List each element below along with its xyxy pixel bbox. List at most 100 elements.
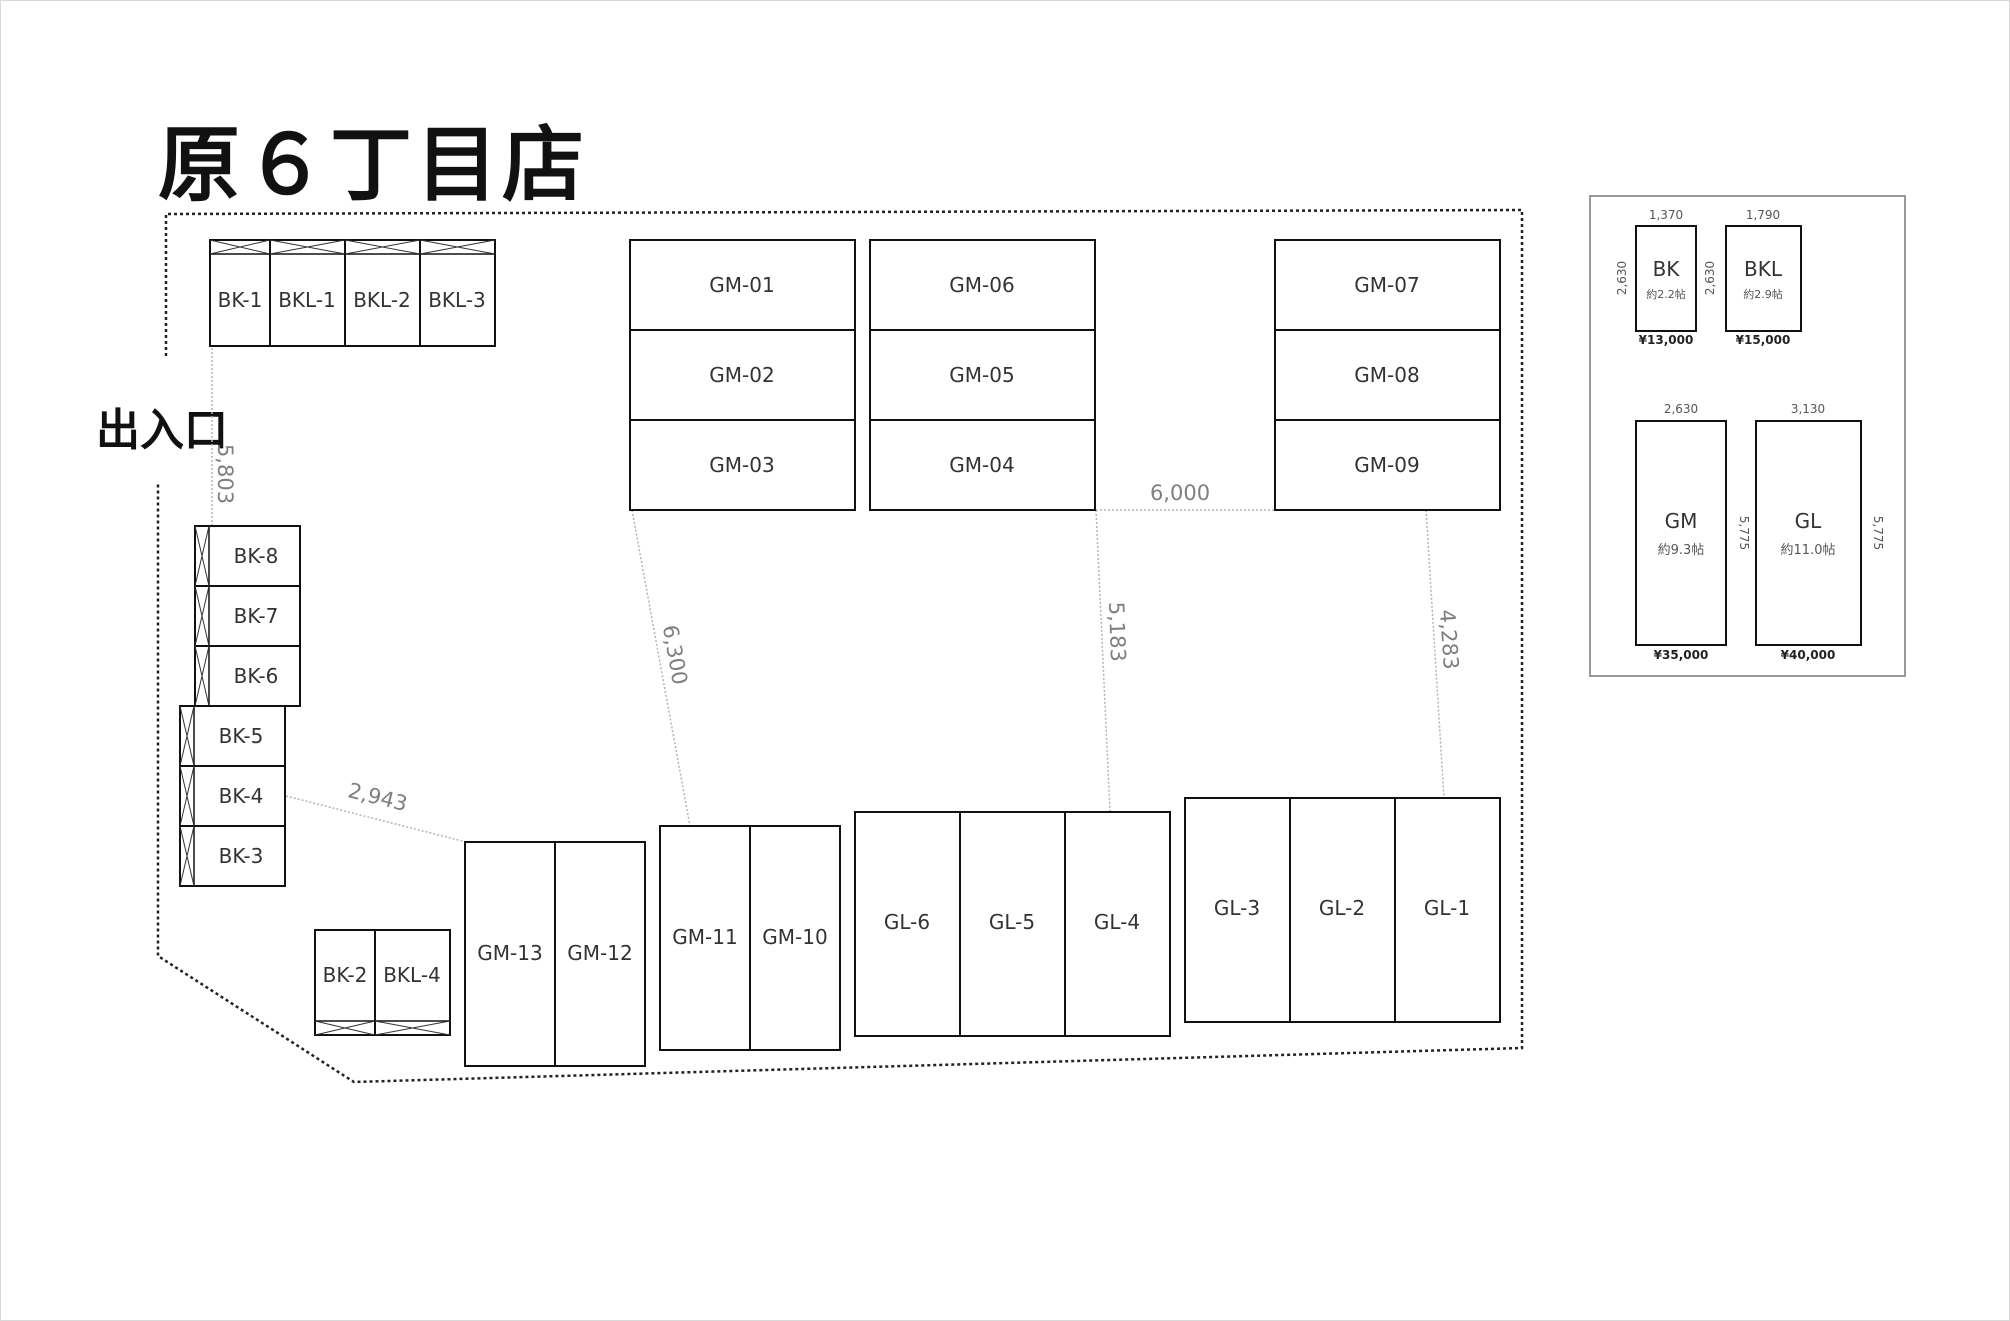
unit-label: BK-3 [219,844,264,868]
unit-gm-10[interactable]: GM-10 [749,825,841,1051]
unit-label: GM-06 [949,273,1014,297]
unit-label: GM-10 [762,925,827,949]
dim-line-5 [1425,509,1445,799]
unit-bkl-2[interactable]: BKL-2 [344,239,421,347]
unit-gm-12[interactable]: GM-12 [554,841,646,1067]
unit-bk-6[interactable]: BK-6 [194,645,301,707]
unit-label: BK-5 [219,724,264,748]
unit-label: BK-7 [234,604,279,628]
legend-bkl-width: 1,790 [1746,208,1780,222]
unit-label: BK-1 [218,288,263,312]
unit-label: BKL-1 [278,288,336,312]
legend-gl-name: GL [1795,509,1822,533]
unit-label: BK-6 [234,664,279,688]
unit-label: GM-07 [1354,273,1419,297]
legend-bk: BK 約2.2帖 1,370 2,630 ¥13,000 [1615,208,1697,347]
legend-bk-size: 約2.2帖 [1646,287,1686,301]
page-title: 原６丁目店 [158,118,589,213]
unit-gm-04[interactable]: GM-04 [869,419,1096,511]
legend-bkl-price: ¥15,000 [1736,333,1791,347]
legend-gl-price: ¥40,000 [1781,648,1836,662]
unit-label: GM-11 [672,925,737,949]
unit-gl-4[interactable]: GL-4 [1064,811,1171,1037]
unit-label: GL-2 [1319,896,1365,920]
unit-gm-01[interactable]: GM-01 [629,239,856,331]
legend-bkl-depth: 2,630 [1703,261,1717,295]
unit-label: GL-3 [1214,896,1260,920]
unit-gm-03[interactable]: GM-03 [629,419,856,511]
legend-gl-depth: 5,775 [1871,516,1885,550]
unit-bk-7[interactable]: BK-7 [194,585,301,647]
legend-bkl-size: 約2.9帖 [1743,287,1783,301]
unit-label: BK-4 [219,784,264,808]
unit-bk-4[interactable]: BK-4 [179,765,286,827]
unit-gm-09[interactable]: GM-09 [1274,419,1501,511]
unit-bk-3[interactable]: BK-3 [179,825,286,887]
unit-label: GL-4 [1094,910,1140,934]
unit-gl-3[interactable]: GL-3 [1184,797,1291,1023]
unit-bk-2[interactable]: BK-2 [314,929,376,1036]
storage-units: BK-1 BKL-1 BKL-2 BKL-3 [179,239,1501,1067]
legend-bkl: BKL 約2.9帖 1,790 2,630 ¥15,000 [1703,208,1802,347]
unit-label: BKL-3 [428,288,486,312]
legend-bk-depth: 2,630 [1615,261,1629,295]
dim-label-4283: 4,283 [1435,609,1463,671]
unit-bkl-4[interactable]: BKL-4 [374,929,451,1036]
dim-line-3 [631,509,691,827]
legend-bk-name: BK [1653,257,1681,281]
legend-gl: GL 約11.0帖 3,130 5,775 ¥40,000 [1755,402,1885,662]
unit-bk-5[interactable]: BK-5 [179,705,286,767]
unit-bk-1[interactable]: BK-1 [209,239,271,347]
unit-label: GM-02 [709,363,774,387]
unit-bkl-1[interactable]: BKL-1 [269,239,346,347]
legend-panel: BK 約2.2帖 1,370 2,630 ¥13,000 BKL 約2.9帖 1… [1589,195,1906,677]
legend-bkl-name: BKL [1744,257,1783,281]
unit-gm-07[interactable]: GM-07 [1274,239,1501,331]
legend-gm-size: 約9.3帖 [1658,543,1705,558]
unit-gm-06[interactable]: GM-06 [869,239,1096,331]
legend-gm-width: 2,630 [1664,402,1698,416]
dim-label-6000: 6,000 [1150,481,1210,505]
unit-gm-05[interactable]: GM-05 [869,329,1096,421]
legend-gl-width: 3,130 [1791,402,1825,416]
unit-label: GM-09 [1354,453,1419,477]
unit-label: GL-1 [1424,896,1470,920]
unit-gm-08[interactable]: GM-08 [1274,329,1501,421]
legend-gm-name: GM [1665,509,1698,533]
legend-bk-width: 1,370 [1649,208,1683,222]
unit-gm-13[interactable]: GM-13 [464,841,556,1067]
dim-line-6 [285,795,467,843]
unit-gl-6[interactable]: GL-6 [854,811,961,1037]
unit-label: GL-6 [884,910,930,934]
legend-bk-price: ¥13,000 [1639,333,1694,347]
dim-label-5183: 5,183 [1104,601,1130,662]
unit-bk-8[interactable]: BK-8 [194,525,301,587]
unit-label: BKL-2 [353,288,411,312]
unit-label: GM-01 [709,273,774,297]
unit-label: BK-2 [323,963,368,987]
entrance-label: 出入口 [96,405,228,456]
unit-gm-02[interactable]: GM-02 [629,329,856,421]
unit-label: GM-12 [567,941,632,965]
unit-label: GM-03 [709,453,774,477]
unit-label: GM-04 [949,453,1014,477]
dimension-lines [211,348,1445,843]
unit-label: GL-5 [989,910,1035,934]
unit-label: GM-13 [477,941,542,965]
unit-label: GM-08 [1354,363,1419,387]
unit-label: BK-8 [234,544,279,568]
unit-label: GM-05 [949,363,1014,387]
legend-gm-depth: 5,775 [1737,516,1751,550]
unit-gl-5[interactable]: GL-5 [959,811,1066,1037]
unit-bkl-3[interactable]: BKL-3 [419,239,496,347]
legend-gm: GM 約9.3帖 2,630 5,775 ¥35,000 [1635,402,1751,662]
unit-label: BKL-4 [383,963,441,987]
unit-gl-2[interactable]: GL-2 [1289,797,1396,1023]
unit-gl-1[interactable]: GL-1 [1394,797,1501,1023]
unit-gm-11[interactable]: GM-11 [659,825,751,1051]
dim-label-5803: 5,803 [213,444,237,504]
legend-gl-size: 約11.0帖 [1781,543,1836,558]
site-boundary [156,208,1524,1084]
legend-gm-price: ¥35,000 [1654,648,1709,662]
